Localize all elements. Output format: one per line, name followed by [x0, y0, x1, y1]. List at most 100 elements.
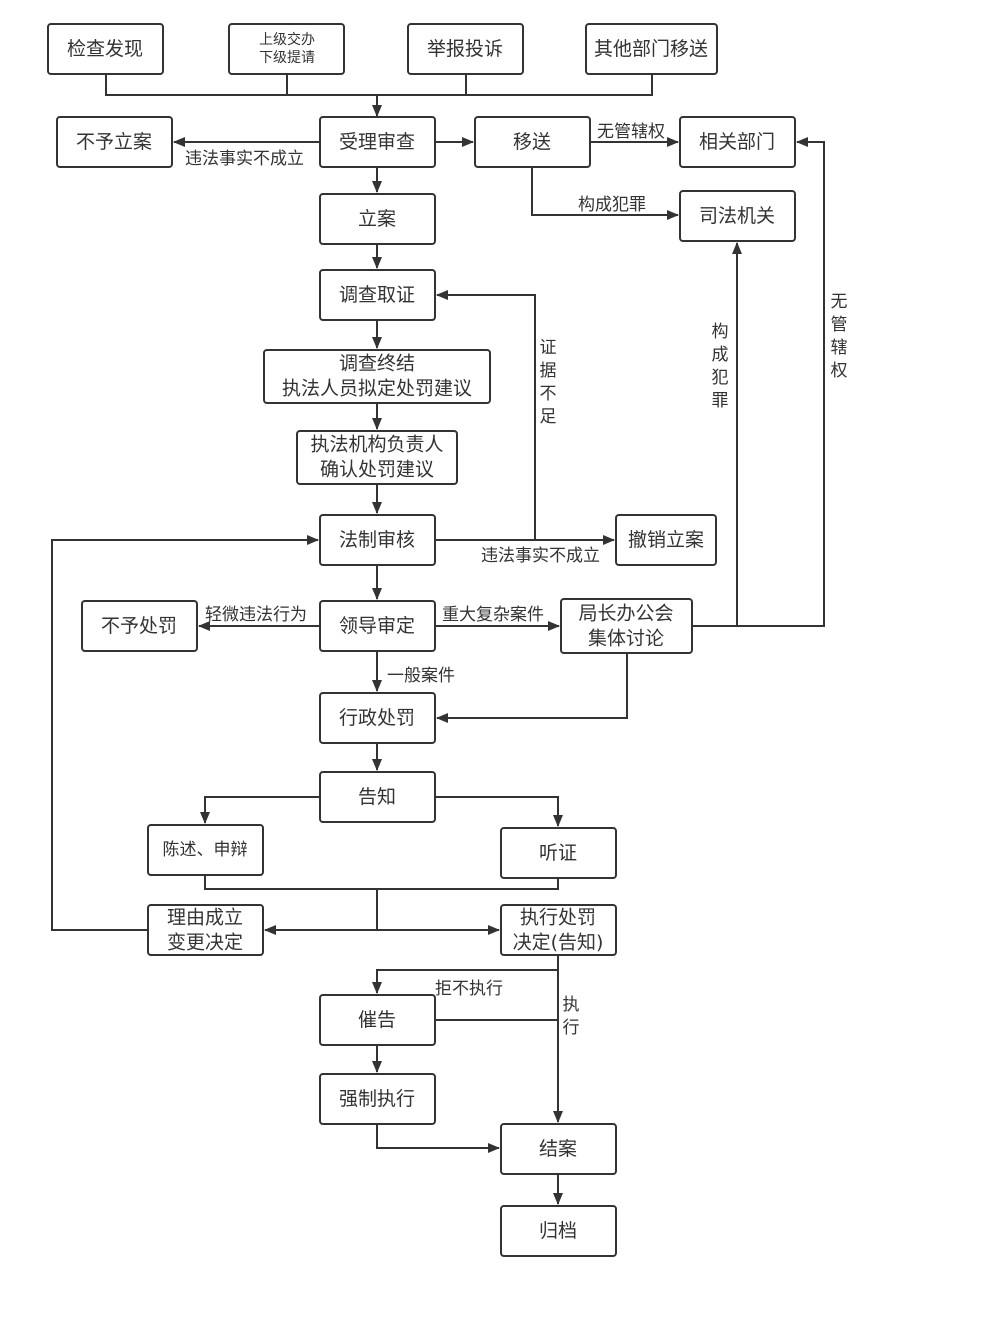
svg-text:举报投诉: 举报投诉	[427, 38, 503, 60]
svg-text:归档: 归档	[539, 1220, 577, 1242]
edge-yisong-sifa	[531, 167, 679, 220]
label-goucheng-fanzui-v: 构成犯罪	[712, 322, 729, 411]
node-cuigao[interactable]: 催告	[319, 994, 436, 1046]
vertical-label-char: 权	[831, 361, 848, 381]
svg-text:法制审核: 法制审核	[339, 529, 415, 551]
edge-liyou-fazhi-loop	[51, 535, 319, 931]
node-qiangzhi-zhixing[interactable]: 强制执行	[319, 1073, 436, 1125]
node-jubao-tousu[interactable]: 举报投诉	[407, 23, 524, 75]
node-fazhi-shenhe[interactable]: 法制审核	[319, 514, 436, 566]
node-text-line: 变更决定	[167, 932, 243, 954]
vertical-label-char: 证	[540, 338, 557, 358]
svg-text:立案: 立案	[358, 208, 396, 230]
label-yiban-anjian: 一般案件	[387, 666, 455, 686]
node-shouli-shencha[interactable]: 受理审查	[319, 116, 436, 168]
node-text-line: 局长办公会	[578, 603, 673, 625]
vertical-label-char: 管	[831, 315, 848, 335]
node-tingzheng[interactable]: 听证	[500, 827, 617, 879]
svg-text:检查发现: 检查发现	[67, 38, 143, 60]
edges	[51, 74, 825, 1205]
svg-text:其他部门移送: 其他部门移送	[594, 38, 708, 60]
svg-text:不予立案: 不予立案	[76, 131, 152, 153]
vertical-label-char: 不	[540, 384, 557, 404]
node-qita-bumen-yisong[interactable]: 其他部门移送	[585, 23, 718, 75]
label-qingwei-weifa: 轻微违法行为	[205, 605, 307, 625]
vertical-label-char: 无	[831, 292, 848, 312]
vertical-label-char: 足	[540, 407, 557, 427]
label-goucheng-fanzui-h: 构成犯罪	[578, 195, 646, 215]
node-lian[interactable]: 立案	[319, 193, 436, 245]
node-chexiao-lian[interactable]: 撤销立案	[615, 514, 717, 566]
label-jubu-zhixing: 拒不执行	[435, 979, 503, 999]
edge-juzhang-xiangguan	[737, 137, 825, 627]
node-lingdao-shending[interactable]: 领导审定	[319, 600, 436, 652]
label-weifa-shishi-1: 违法事实不成立	[185, 149, 304, 169]
vertical-label-char: 执	[563, 995, 580, 1015]
node-text-line: 执行处罚	[520, 907, 596, 929]
node-gaozhi[interactable]: 告知	[319, 771, 436, 823]
node-text-line: 下级提请	[259, 50, 315, 66]
svg-text:相关部门: 相关部门	[699, 131, 775, 153]
vertical-label-char: 构	[712, 322, 729, 342]
svg-text:结案: 结案	[539, 1138, 577, 1160]
svg-text:移送: 移送	[513, 131, 551, 153]
node-buyu-lian[interactable]: 不予立案	[56, 116, 173, 168]
node-buyu-chufa[interactable]: 不予处罚	[81, 600, 198, 652]
node-diaocha-quzheng[interactable]: 调查取证	[319, 269, 436, 321]
node-text-line: 集体讨论	[588, 628, 664, 650]
edge-chenshu-merge	[204, 875, 559, 890]
svg-text:强制执行: 强制执行	[339, 1088, 415, 1110]
svg-text:行政处罚: 行政处罚	[339, 707, 415, 729]
svg-text:不予处罚: 不予处罚	[101, 615, 177, 637]
label-wuguanxiaquan-v: 无管辖权	[831, 292, 848, 381]
edge-zhixing-cuigao	[372, 969, 558, 994]
vertical-label-char: 行	[563, 1018, 580, 1038]
vertical-label-char: 辖	[831, 338, 848, 358]
vertical-label-char: 犯	[712, 368, 729, 388]
svg-text:调查取证: 调查取证	[339, 284, 415, 306]
edge-juzhang-xingzheng	[436, 653, 628, 723]
svg-text:催告: 催告	[358, 1009, 396, 1031]
label-wuguanxiaquan-h: 无管辖权	[597, 122, 665, 142]
edge-labels: 违法事实不成立 无管辖权 构成犯罪 违法事实不成立 轻微违法行为 重大复杂案件 …	[185, 122, 848, 1038]
svg-text:陈述、申辩: 陈述、申辩	[163, 840, 248, 860]
node-xingzheng-chufa[interactable]: 行政处罚	[319, 692, 436, 744]
label-weifa-shishi-2: 违法事实不成立	[481, 546, 600, 566]
svg-text:撤销立案: 撤销立案	[628, 529, 704, 551]
node-chenshu-shenbian[interactable]: 陈述、申辩	[147, 824, 264, 876]
node-text-line: 理由成立	[167, 907, 243, 929]
edge-zhengjubuzu-loop	[436, 290, 536, 540]
node-xiangguan-bumen[interactable]: 相关部门	[679, 116, 796, 168]
edge-gaozhi-chenshu	[200, 796, 320, 824]
node-text-line: 执法机构负责人	[310, 434, 443, 456]
node-yisong[interactable]: 移送	[474, 116, 591, 168]
edge-qiangzhi-jiean	[376, 1124, 500, 1153]
edge-jiancha-merge	[105, 74, 653, 96]
edge-juzhang-sifa	[692, 242, 742, 627]
edge-gaozhi-tingzheng	[435, 796, 563, 827]
svg-text:领导审定: 领导审定	[339, 615, 415, 637]
node-text-line: 上级交办	[259, 31, 315, 48]
node-text-line: 确认处罚建议	[320, 459, 434, 481]
svg-text:听证: 听证	[539, 842, 577, 864]
node-text-line: 执法人员拟定处罚建议	[282, 378, 472, 400]
vertical-label-char: 罪	[712, 391, 729, 411]
label-zhixing: 执行	[563, 995, 580, 1038]
svg-text:受理审查: 受理审查	[339, 131, 415, 153]
vertical-label-char: 成	[712, 345, 729, 365]
node-guidang[interactable]: 归档	[500, 1205, 617, 1257]
vertical-label-char: 据	[540, 361, 557, 381]
node-jiean[interactable]: 结案	[500, 1123, 617, 1175]
node-sifa-jiguan[interactable]: 司法机关	[679, 190, 796, 242]
node-jiancha-faxian[interactable]: 检查发现	[47, 23, 164, 75]
label-zhongda-fuza: 重大复杂案件	[442, 605, 544, 625]
